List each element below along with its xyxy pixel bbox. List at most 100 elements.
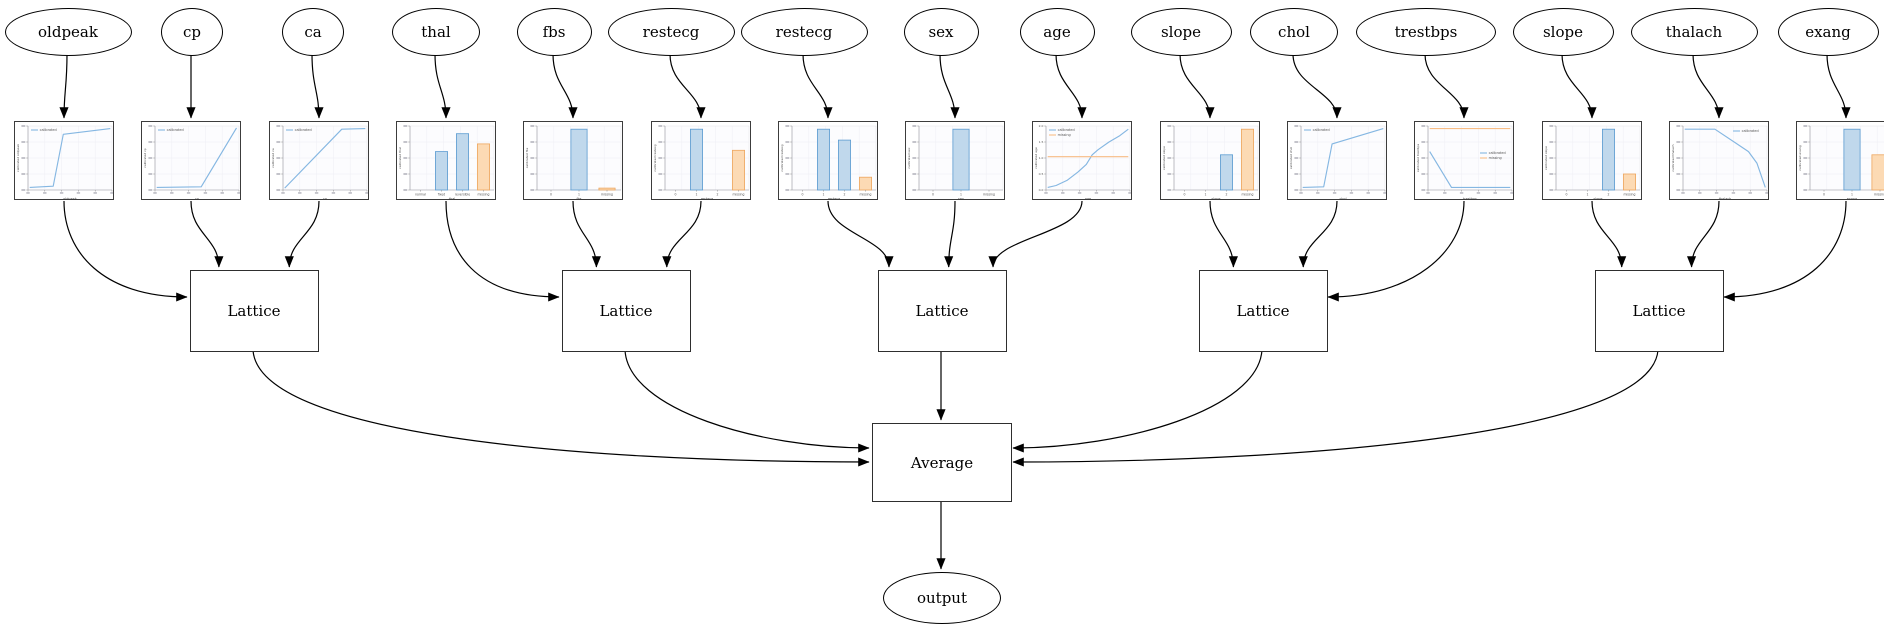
x-tick-label: normal — [415, 193, 426, 197]
edge-lattice-0-to-average — [252, 349, 870, 467]
legend-label: calibrated — [1488, 151, 1505, 155]
y-axis-label: calibrated thal — [398, 147, 402, 169]
feature-node-thal: thal — [392, 8, 480, 56]
edge-slope-to-plot — [1561, 53, 1597, 119]
feature-node-cp: cp — [161, 8, 223, 56]
lattice-label: Lattice — [915, 302, 969, 320]
edge-lattice-3-to-average — [1012, 349, 1263, 453]
series-calibrated — [1047, 128, 1129, 188]
feature-label: exang — [1805, 23, 1851, 41]
x-tick-label: 2 — [1607, 193, 1609, 197]
x-axis-label: cp — [194, 197, 198, 199]
feature-node-fbs: fbs — [516, 8, 592, 56]
edge-thalach-to-plot — [1692, 53, 1724, 119]
feature-node-chol: chol — [1250, 8, 1338, 56]
feature-label: slope — [1542, 23, 1583, 41]
x-axis-label: restecg — [700, 197, 713, 199]
bar-missing — [1622, 173, 1636, 191]
edge-paths — [59, 53, 1851, 570]
edge-plot-9-to-lattice-3 — [1209, 200, 1238, 268]
x-tick-label: 1 — [578, 193, 580, 197]
lattice-box-2: Lattice — [877, 270, 1007, 352]
feature-label: thal — [421, 23, 451, 41]
feature-label: fbs — [542, 23, 566, 41]
feature-label: sex — [928, 23, 954, 41]
output-node: output — [883, 572, 1001, 624]
x-tick-label: 2 — [1225, 193, 1227, 197]
edge-oldpeak-to-plot — [59, 53, 69, 119]
lattice-label: Lattice — [1632, 302, 1686, 320]
feature-node-age: age — [1019, 8, 1095, 56]
edge-restecg-to-plot — [802, 53, 833, 119]
x-axis-label: exang — [1846, 197, 1856, 199]
lattice-box-4: Lattice — [1594, 270, 1724, 352]
feature-label: restecg — [642, 23, 700, 41]
bar-missing — [1871, 154, 1884, 191]
y-axis-label: calibrated age — [1034, 147, 1038, 169]
edge-thal-to-plot — [434, 53, 451, 119]
calibration-plot-svg: 2.01.51.00.50.0calibratedmissingcalibrat… — [1032, 122, 1131, 199]
feature-node-restecg: restecg — [607, 8, 735, 56]
x-tick-label: 0 — [932, 193, 934, 197]
feature-label: cp — [182, 23, 201, 41]
x-tick-label: missing — [1623, 193, 1635, 197]
feature-label: restecg — [775, 23, 833, 41]
svg-text:1.5: 1.5 — [1038, 140, 1043, 144]
y-axis-label: calibrated slope — [1162, 146, 1166, 170]
x-axis-label: oldpeak — [63, 197, 76, 199]
x-axis-label: ca — [323, 197, 327, 199]
x-axis-label: fbs — [576, 197, 581, 199]
x-tick-label: 0 — [1183, 193, 1185, 197]
plot-legend: calibrated — [285, 128, 311, 132]
bar-missing — [858, 176, 872, 191]
edge-ca-to-plot — [311, 53, 324, 119]
lattice-box-1: Lattice — [561, 270, 691, 352]
x-axis-label: chol — [1339, 197, 1346, 199]
y-axis-ticks — [1166, 125, 1174, 191]
edge-slope-to-plot — [1179, 53, 1215, 119]
feature-node-ca: ca — [282, 8, 344, 56]
x-tick-label: 0 — [550, 193, 552, 197]
lattice-box-3: Lattice — [1198, 270, 1328, 352]
edge-plot-7-to-lattice-2 — [944, 200, 956, 268]
x-axis-label: trestbps — [1463, 197, 1477, 199]
bar-missing — [1240, 128, 1254, 191]
x-tick-label: 1 — [1204, 193, 1206, 197]
y-axis-label: calibrated exang — [1798, 145, 1802, 170]
y-axis-ticks — [1675, 125, 1683, 191]
y-axis-ticks — [1548, 125, 1556, 191]
bar-1 — [1843, 128, 1861, 191]
feature-label: trestbps — [1394, 23, 1458, 41]
average-box: Average — [872, 423, 1012, 502]
edge-plot-13-to-lattice-4 — [1687, 200, 1720, 268]
feature-label: chol — [1278, 23, 1310, 41]
edge-trestbps-to-plot — [1424, 53, 1469, 119]
y-axis-label: calibrated thalach — [1671, 144, 1675, 171]
y-axis-ticks — [1293, 125, 1301, 191]
bar-fixed — [434, 151, 448, 191]
series-calibrated — [1302, 128, 1383, 188]
feature-node-oldpeak: oldpeak — [4, 8, 132, 56]
x-axis-label: slope — [1593, 197, 1602, 199]
x-tick-label: 1 — [822, 193, 824, 197]
y-axis-label: calibrated chol — [1289, 147, 1293, 169]
feature-node-trestbps: trestbps — [1356, 8, 1496, 56]
feature-label: age — [1043, 23, 1071, 41]
